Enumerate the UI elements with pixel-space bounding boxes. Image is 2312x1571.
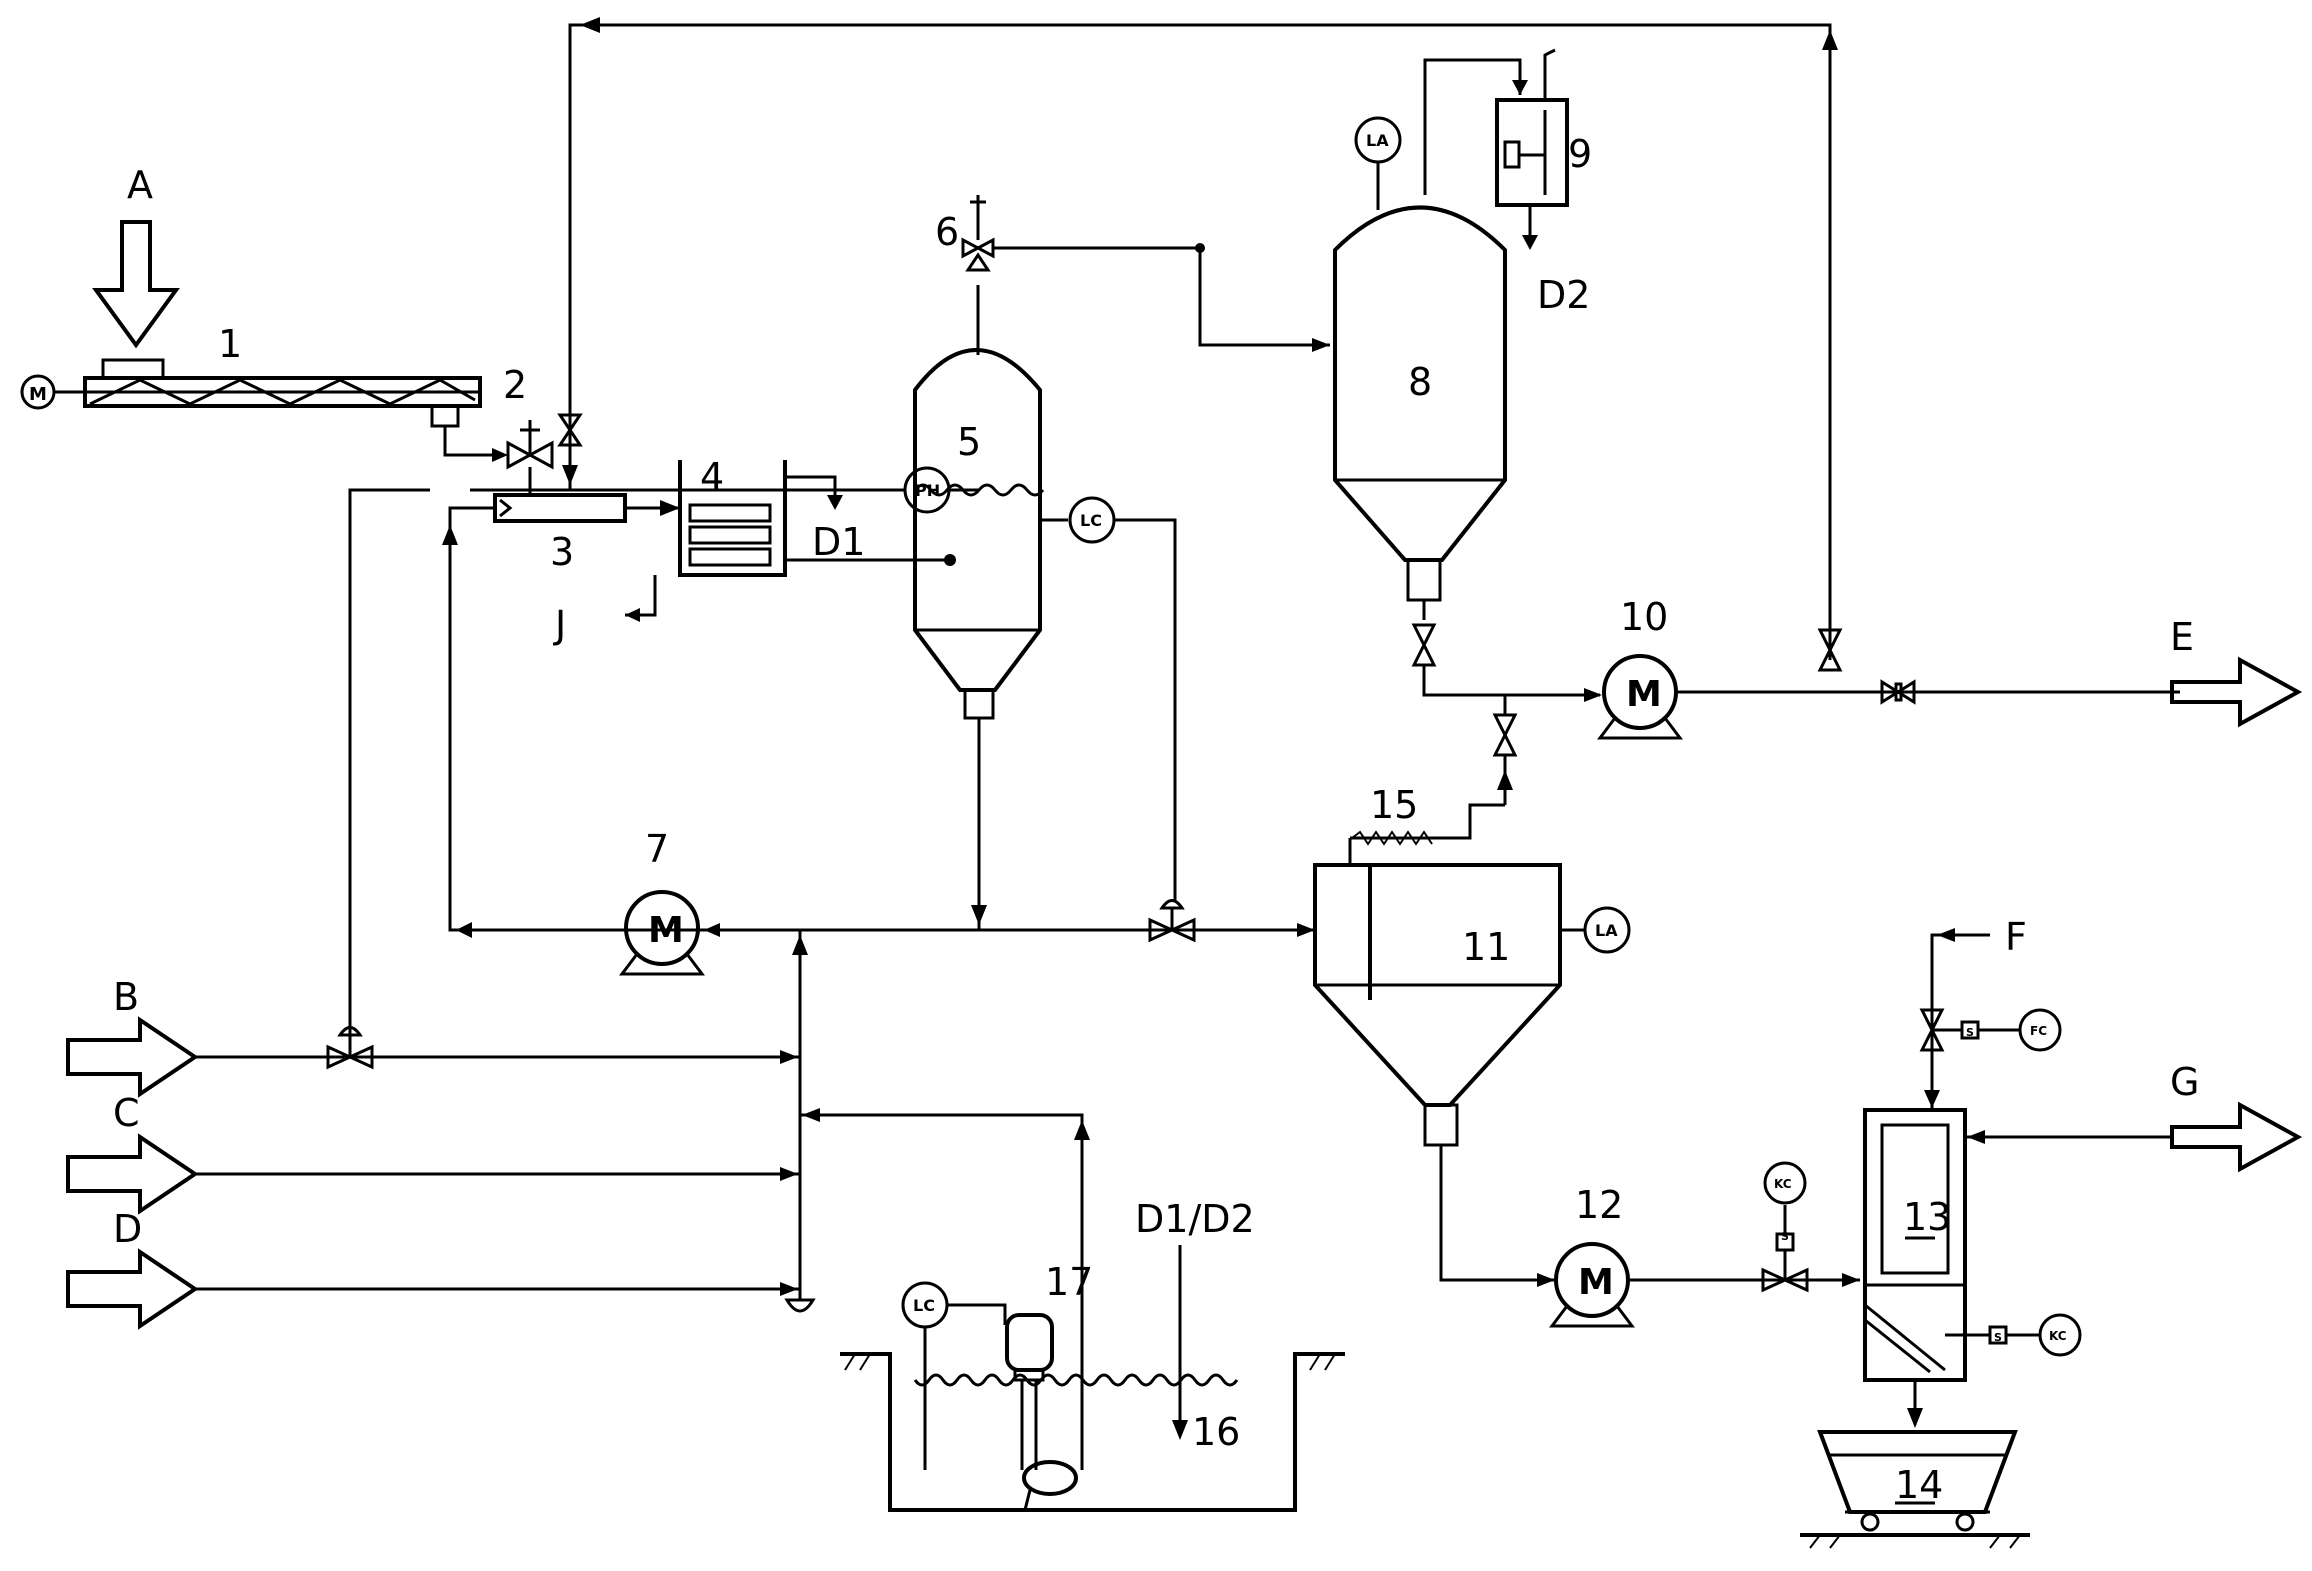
- pump-7-symbol: M: [648, 910, 684, 951]
- feed-a-arrow: [92, 220, 180, 349]
- cake-bin-14: [1800, 1430, 2030, 1549]
- stream-b-label: B: [113, 975, 139, 1019]
- stream-g-arrow: [2170, 1101, 2303, 1173]
- stream-j-label: J: [553, 603, 566, 647]
- level-controller-tank5: [1040, 496, 1177, 900]
- feed-c-arrow: [66, 1133, 199, 1215]
- equipment-8-label: 8: [1408, 360, 1432, 404]
- equipment-3-label: 3: [550, 530, 574, 574]
- fc-label: FC: [2030, 1024, 2047, 1038]
- vessel8-to-pump10-line: [1422, 665, 1600, 697]
- separator-9: [1423, 48, 1569, 250]
- reactor-tank-5: [913, 285, 1045, 720]
- feed-header: [784, 930, 816, 1313]
- s-label-1: S: [1781, 1230, 1789, 1243]
- pump7-recycle-to-mixer: [448, 506, 626, 932]
- pump-10-symbol: M: [1626, 674, 1662, 715]
- equipment-5-label: 5: [957, 420, 981, 464]
- equipment-1-label: 1: [218, 322, 242, 366]
- equipment-14-label: 14: [1895, 1463, 1943, 1507]
- ph-label: PH: [915, 481, 940, 500]
- kc-filter-label: KC: [2049, 1329, 2067, 1343]
- conveyor-motor-symbol: M: [29, 384, 47, 405]
- equipment-9-label: 9: [1568, 132, 1592, 176]
- filter-13: [1863, 1108, 1967, 1382]
- vapour-line: [993, 246, 1330, 347]
- level-control-valve: [1148, 899, 1196, 943]
- equipment-6-label: 6: [935, 210, 959, 254]
- pump-12-symbol: M: [1578, 1262, 1614, 1303]
- s-label-3: S: [1994, 1331, 2002, 1344]
- recycle-branch-valve: [1817, 628, 1843, 672]
- lc-pit-label: LC: [913, 1296, 935, 1315]
- s-label-2: S: [1966, 1026, 1974, 1039]
- submersible-pump-17: [1005, 1313, 1078, 1512]
- level-alarm-tank11: [1560, 906, 1631, 954]
- feed-b-arrow: [66, 1016, 199, 1098]
- stream-e-label: E: [2170, 615, 2194, 659]
- stream-e-arrow: [2170, 656, 2303, 728]
- kc-inlet-label: KC: [1774, 1177, 1792, 1191]
- la-tank8-label: LA: [1366, 131, 1389, 150]
- stream-d1-d2-label: D1/D2: [1135, 1197, 1255, 1241]
- settler-11: [1313, 838, 1562, 1147]
- mixer-3: [493, 493, 680, 523]
- feed-d-arrow: [66, 1248, 199, 1330]
- feed-b-control-valve: [326, 1026, 374, 1070]
- lc-tank5-label: LC: [1080, 511, 1102, 530]
- equipment-12-label: 12: [1575, 1183, 1623, 1227]
- equipment-4-label: 4: [700, 455, 724, 499]
- equipment-2-label: 2: [503, 363, 527, 407]
- stream-f-label: F: [2005, 915, 2027, 959]
- la-tank11-label: LA: [1595, 921, 1618, 940]
- filter-inlet-valve: [1761, 1161, 1809, 1293]
- equipment-13-label: 13: [1903, 1195, 1951, 1239]
- screw-conveyor-1: M: [20, 358, 482, 428]
- level-controller-pit: [901, 1281, 1007, 1470]
- stream-a-label: A: [127, 163, 153, 207]
- valve-6: [961, 195, 995, 272]
- filter-kc-controller: [1945, 1313, 2082, 1357]
- stream-d1-label: D1: [812, 520, 865, 564]
- settler-underflow-line: [1439, 1145, 1555, 1282]
- equipment-15-label: 15: [1370, 783, 1418, 827]
- overflow-weir-15: [1351, 830, 1433, 846]
- equipment-7-label: 7: [645, 827, 669, 871]
- heat-exchanger-4: [625, 460, 843, 622]
- conveyor-discharge-line: [443, 426, 495, 457]
- stream-d2-label: D2: [1537, 273, 1590, 317]
- pit-return-line: [800, 1113, 1084, 1470]
- pump-7: [619, 890, 705, 976]
- check-valve-e: [1880, 679, 1916, 705]
- stream-f-inlet: [1919, 928, 2062, 1110]
- equipment-10-label: 10: [1620, 595, 1668, 639]
- equipment-11-label: 11: [1462, 925, 1510, 969]
- sump-pit-16: [840, 1352, 1345, 1512]
- equipment-17-label: 17: [1045, 1260, 1093, 1304]
- stream-g-label: G: [2170, 1060, 2199, 1104]
- settler-vent-valve: [1350, 695, 1518, 840]
- valve-2: [506, 420, 554, 470]
- recycle-valve-top: [557, 413, 583, 447]
- ph-control-loop: [348, 466, 979, 1035]
- vessel8-bottom-valve: [1411, 623, 1437, 667]
- level-alarm-tank8: [1354, 116, 1402, 210]
- top-recycle-line: [562, 17, 1838, 660]
- stream-d-label: D: [113, 1207, 142, 1251]
- vessel-8: [1333, 205, 1507, 620]
- stream-c-label: C: [113, 1091, 140, 1135]
- equipment-16-label: 16: [1192, 1410, 1240, 1454]
